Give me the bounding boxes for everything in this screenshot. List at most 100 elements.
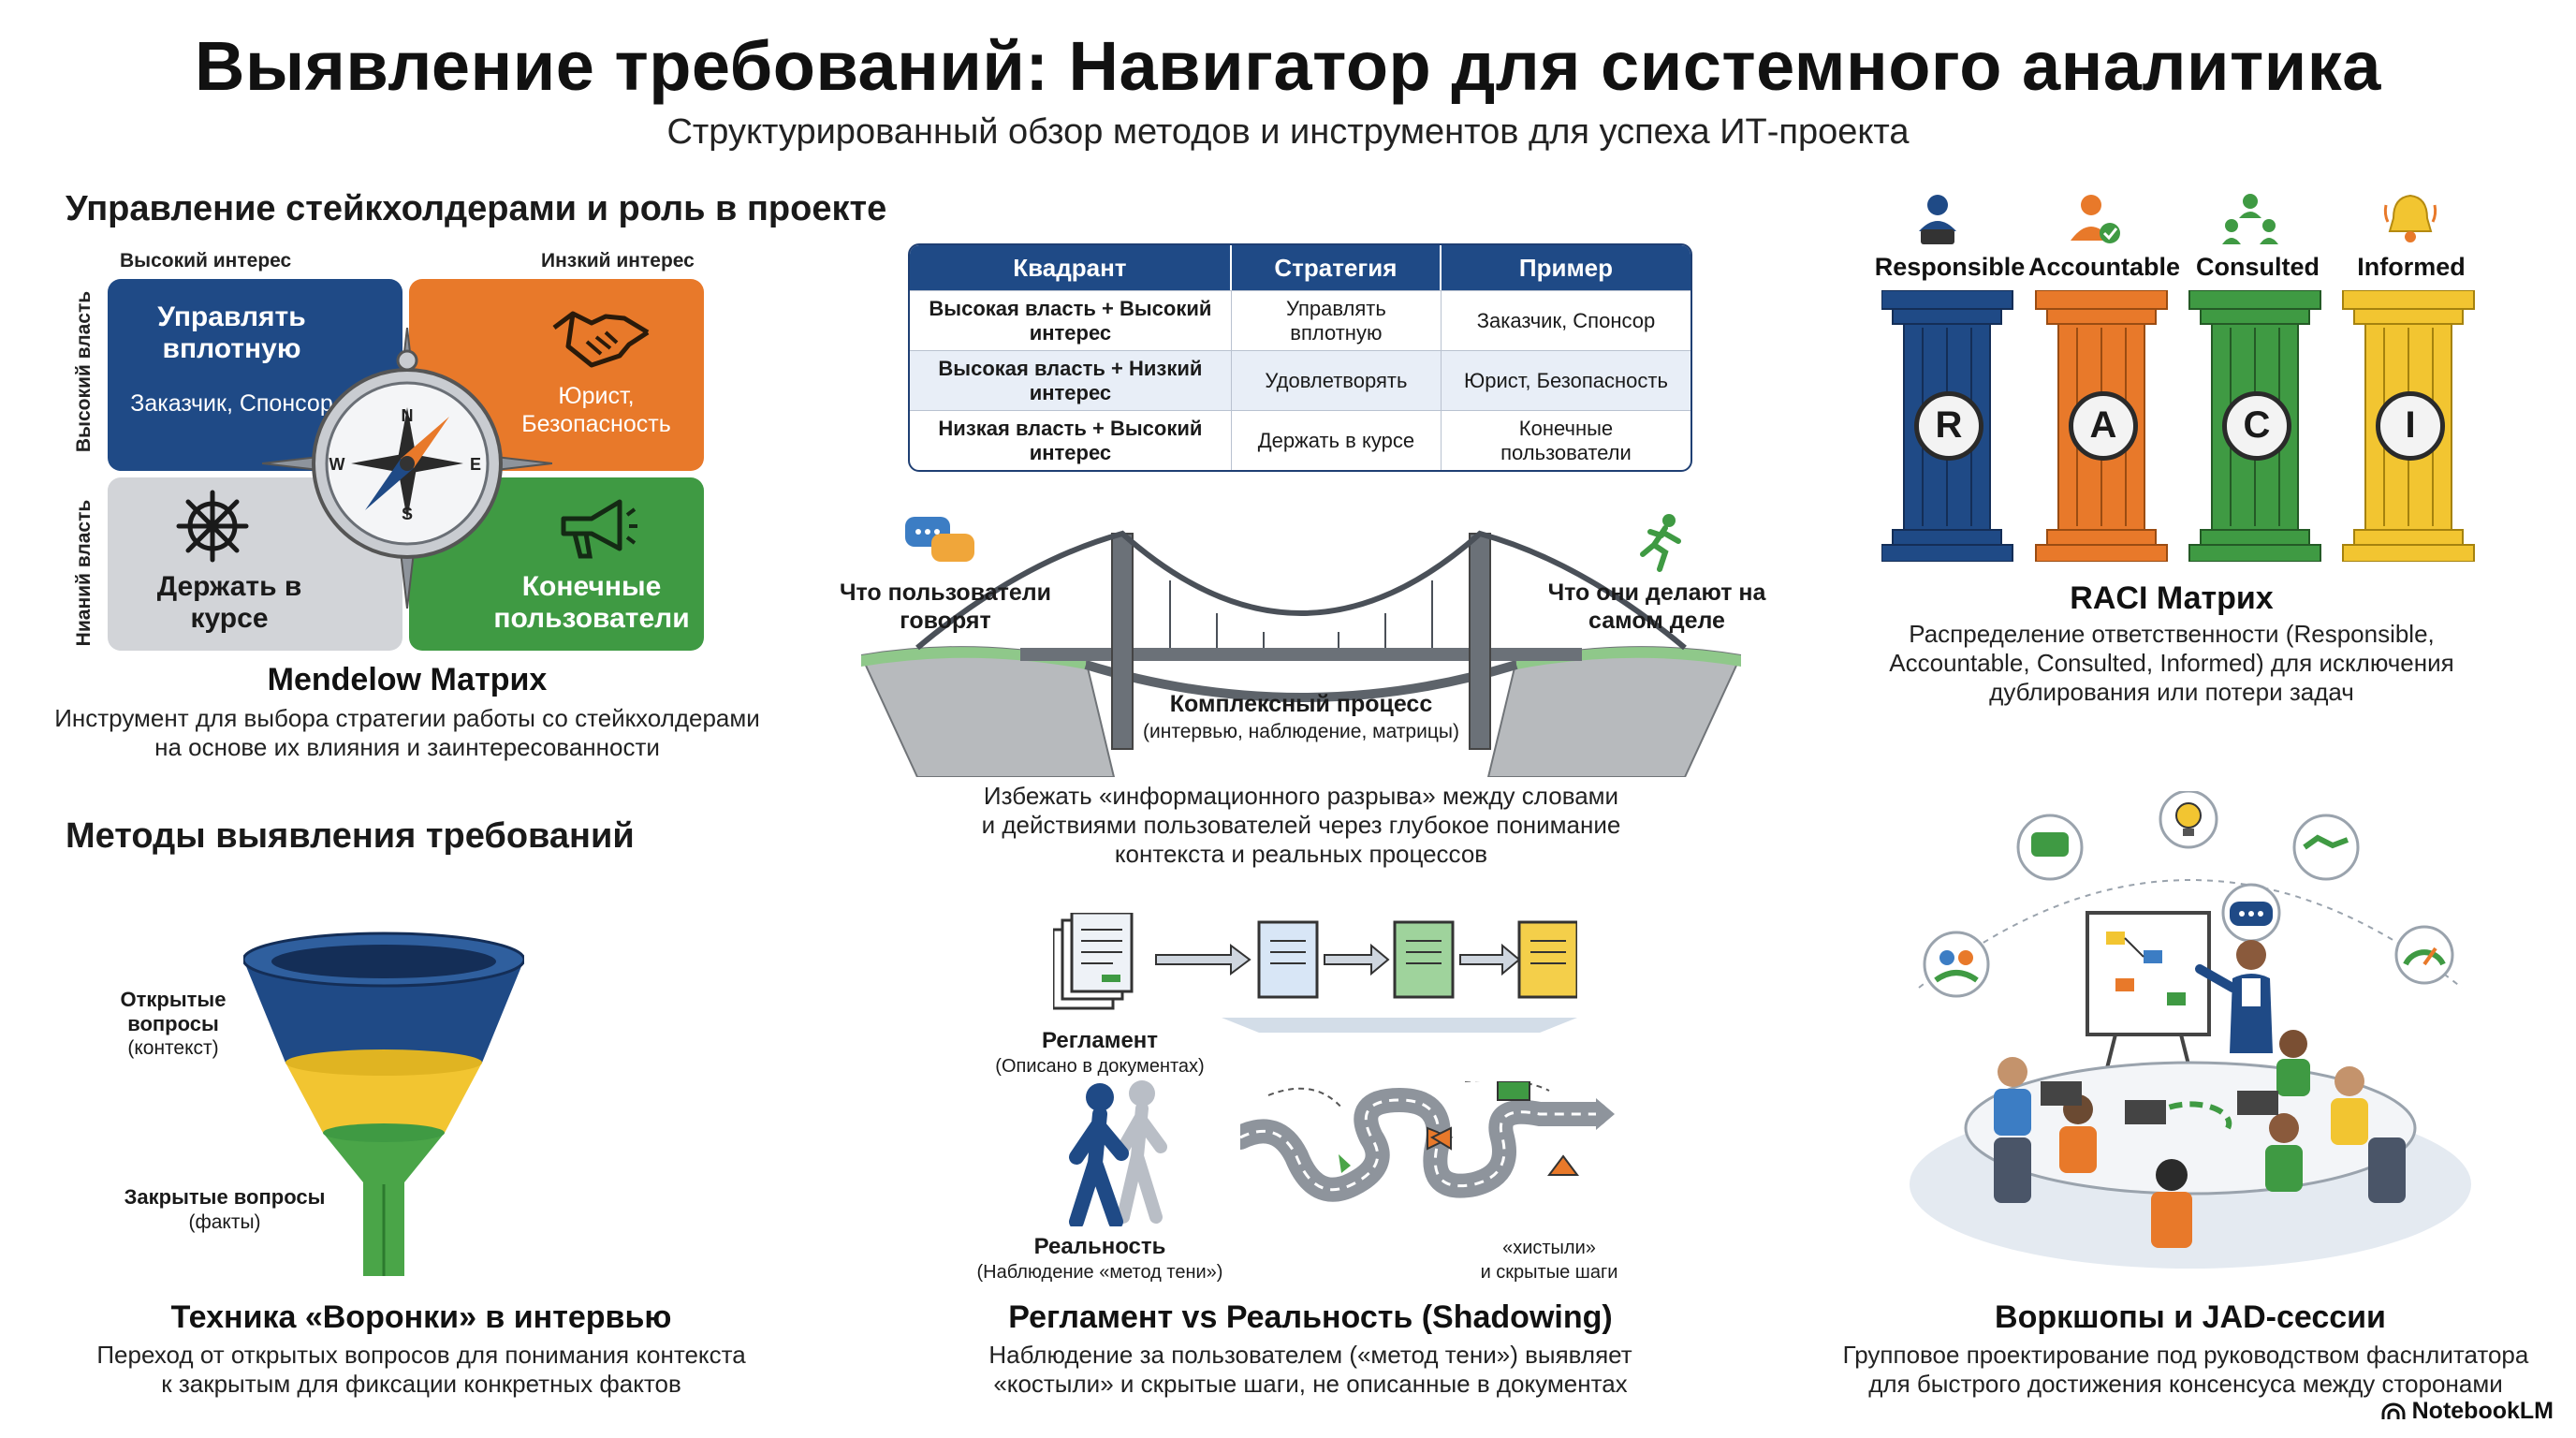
funnel-open-line-3: (контекст)	[127, 1037, 219, 1059]
table-row: Высокая власть + Высокий интерес Управля…	[910, 290, 1690, 350]
regulation-title: Регламент	[1041, 1028, 1159, 1053]
mendelow-caption-title: Mendelow Матрих	[267, 662, 548, 697]
funnel-closed-line-1: Закрытые вопросы	[124, 1185, 326, 1209]
shadowing-caption-line-1: Наблюдение за пользователем («метод тени…	[988, 1341, 1632, 1369]
raci-letter-r: R	[1914, 391, 1983, 461]
workshop-illustration	[1910, 791, 2471, 1269]
raci-role-label: Accountable	[2027, 253, 2181, 281]
compass-icon: N S W E	[262, 328, 552, 609]
quadrant-title: Конечные пользователи	[493, 571, 690, 634]
mendelow-caption-line-2: на основе их влияния и заинтересованност…	[154, 733, 660, 761]
page-title: Выявление требований: Навигатор для сист…	[195, 27, 2381, 105]
table-cell: Заказчик, Спонсор	[1441, 290, 1690, 350]
funnel-illustration	[243, 932, 524, 1276]
bell-icon	[2383, 194, 2437, 242]
top-right-axis-label: Инзкий интерес	[541, 250, 695, 271]
raci-letter-a: A	[2069, 391, 2138, 461]
table-cell: Высокая власть + Высокий интерес	[910, 290, 1232, 350]
quadrant-subtitle: Заказчик, Спонсор	[130, 390, 333, 417]
bridge-caption-line-2: и действиями пользователей через глубоко…	[981, 811, 1621, 839]
handshake-small-icon	[2292, 814, 2360, 881]
bridge-right-label: Что они делают на самом деле	[1547, 580, 1766, 634]
compass-letter-s: S	[402, 505, 413, 523]
table-row: Низкая власть + Высокий интерес Держать …	[910, 410, 1690, 470]
shadowing-caption-title: Регламент vs Реальность (Shadowing)	[1008, 1299, 1613, 1335]
table-row: Высокая власть + Низкий интерес Удовлетв…	[910, 350, 1690, 410]
raci-letter-i: I	[2376, 391, 2445, 461]
group-consult-icon	[2222, 194, 2278, 244]
raci-caption-line-1: Распределение ответственности (Responsib…	[1909, 620, 2435, 648]
table-header-cell: Пример	[1441, 245, 1690, 290]
quadrant-keep-informed: Держать в курсе	[108, 477, 402, 651]
raci-role-label: Consulted	[2196, 253, 2320, 281]
document-yellow-icon	[1517, 920, 1577, 999]
logo-text: NotebookLM	[2411, 1398, 2554, 1424]
workshop-caption-title: Воркшопы и JAD-сессии	[1995, 1299, 2386, 1335]
speech-bubbles-icon	[905, 517, 974, 562]
reality-subtitle: (Наблюдение «метод тени»)	[976, 1262, 1223, 1283]
table-cell: Управлять вплотную	[1231, 290, 1442, 350]
ellipsis-bubble-icon	[2221, 883, 2281, 943]
document-blue-icon	[1257, 920, 1319, 999]
person-check-icon	[2071, 195, 2120, 243]
bridge-process-title: Комплексный процесс	[1169, 691, 1433, 717]
table-cell: Юрист, Безопасность	[1441, 350, 1690, 410]
crutches-line-1: «хистыли»	[1502, 1238, 1596, 1258]
compass-letter-n: N	[402, 406, 414, 425]
top-left-axis-label: Высокий интерес	[120, 250, 292, 271]
notebooklm-logo: NotebookLM	[2381, 1398, 2554, 1425]
workshop-caption-line-1: Групповое проектирование под руководство…	[1842, 1341, 2529, 1369]
document-flow-illustration	[1053, 913, 1577, 1033]
left-top-axis-label: Высокий власть	[73, 290, 95, 453]
raci-role-label: Informed	[2357, 253, 2466, 281]
funnel-caption-line-2: к закрытым для фиксации конкретных факто…	[161, 1370, 681, 1398]
table-cell: Низкая власть + Высокий интерес	[910, 410, 1232, 470]
quadrant-title: Держать в курсе	[156, 571, 302, 634]
meeting-participants	[1994, 1030, 2406, 1248]
crutches-line-2: и скрытые шаги	[1480, 1262, 1618, 1283]
winding-road-illustration	[1240, 1081, 1615, 1202]
reality-title: Реальность	[1033, 1234, 1166, 1259]
stakeholders-heading: Управление стейкхолдерами и роль в проек…	[66, 189, 887, 228]
handshake-icon	[552, 311, 650, 368]
compass-letter-w: W	[329, 455, 345, 474]
funnel-caption-line-1: Переход от открытых вопросов для пониман…	[96, 1341, 746, 1369]
document-green-icon	[1393, 920, 1455, 999]
walking-people-icon	[1069, 1080, 1167, 1226]
gauge-icon	[2394, 925, 2454, 985]
quadrant-manage-closely: Управлять вплотную Заказчик, Спонсор	[108, 279, 402, 471]
table-header-row: Квадрант Стратегия Пример	[910, 245, 1690, 290]
table-header-cell: Стратегия	[1231, 245, 1442, 290]
quadrant-subtitle: Юрист, Безопасность	[521, 383, 671, 437]
compass-letter-e: E	[470, 455, 481, 474]
presenter-person	[2195, 940, 2273, 1053]
bridge-illustration	[861, 530, 1741, 777]
document-stack-icon	[1053, 913, 1134, 1010]
bridge-caption-line-3: контекста и реальных процессов	[1114, 840, 1488, 868]
workshop-caption-line-2: для быстрого достижения консенсуса между…	[1868, 1370, 2503, 1398]
table-cell: Удовлетворять	[1231, 350, 1442, 410]
chat-bubble-icon	[2016, 814, 2084, 881]
people-group-icon	[1923, 931, 1990, 998]
quadrant-title: Управлять вплотную	[157, 301, 306, 364]
raci-caption-line-3: дублирования или потери задач	[1989, 678, 2354, 706]
raci-letter-c: C	[2222, 391, 2291, 461]
bridge-process-subtitle: (интервью, наблюдение, матрицы)	[1143, 721, 1459, 742]
left-bottom-axis-label: Нианий власть	[73, 499, 95, 647]
funnel-open-line-1: Открытые	[120, 988, 227, 1011]
pillar-accountable	[2035, 290, 2168, 562]
lightbulb-icon	[2159, 791, 2218, 849]
methods-heading: Методы выявления требований	[66, 816, 635, 856]
raci-caption-line-2: Accountable, Consulted, Informed) для ис…	[1889, 649, 2454, 677]
running-person-icon	[1640, 514, 1681, 572]
person-at-laptop-icon	[1919, 195, 1956, 244]
notebooklm-icon	[2381, 1402, 2406, 1419]
mendelow-caption-line-1: Инструмент для выбора стратегии работы с…	[54, 704, 760, 732]
regulation-subtitle: (Описано в документах)	[995, 1056, 1205, 1077]
table-cell: Конечные пользователи	[1441, 410, 1690, 470]
shadowing-caption-line-2: «костыли» и скрытые шаги, не описанные в…	[993, 1370, 1628, 1398]
funnel-closed-line-2: (факты)	[188, 1211, 261, 1233]
bridge-left-label: Что пользователи говорят	[839, 580, 1052, 634]
bridge-caption-line-1: Избежать «информационного разрыва» между…	[983, 782, 1619, 810]
table-header-cell: Квадрант	[910, 245, 1232, 290]
